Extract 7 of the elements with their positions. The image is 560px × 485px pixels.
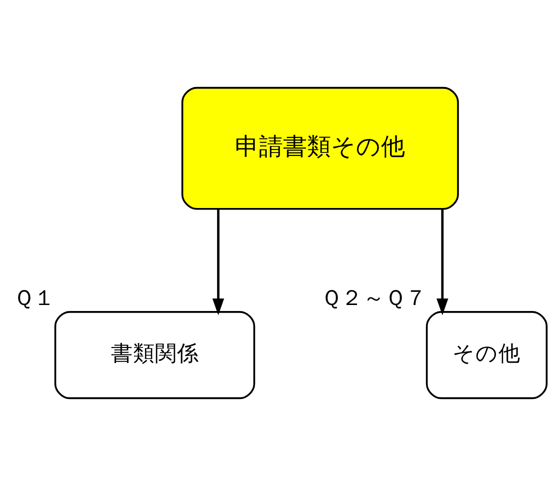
node-box: 申請書類その他 — [181, 86, 459, 210]
node-label: Ｑ２～Ｑ７ — [321, 286, 428, 311]
arrow — [436, 208, 448, 315]
arrow — [212, 208, 224, 315]
node-box: その他 — [426, 310, 548, 399]
node-label: Ｑ１ — [13, 286, 56, 311]
node-box: 書類関係 — [54, 310, 256, 399]
